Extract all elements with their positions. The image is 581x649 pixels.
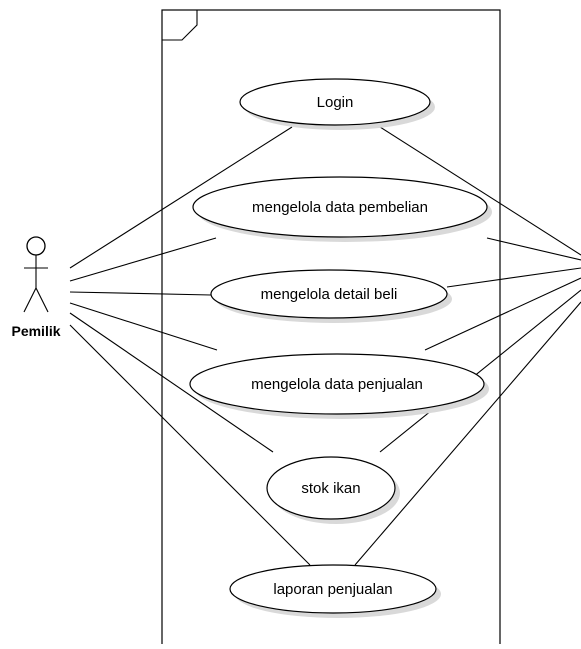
use-case-label-laporan: laporan penjualan <box>273 581 392 598</box>
use-case-penjualan[interactable]: mengelola data penjualan <box>189 353 489 419</box>
actor-label-pemilik: Pemilik <box>11 323 60 339</box>
assoc-right-pembelian <box>486 237 581 261</box>
assoc-pemilik-stok-ikan <box>69 312 274 453</box>
assoc-right-penjualan <box>424 277 581 351</box>
assoc-pemilik-login <box>69 126 293 269</box>
use-case-login[interactable]: Login <box>239 78 435 130</box>
use-case-laporan[interactable]: laporan penjualan <box>229 564 441 618</box>
assoc-right-detail-beli <box>446 267 581 288</box>
assoc-pemilik-pembelian <box>69 237 217 282</box>
use-case-pembelian[interactable]: mengelola data pembelian <box>192 176 492 242</box>
use-case-label-stok-ikan: stok ikan <box>301 480 360 497</box>
boundary-corner-tab <box>162 10 198 41</box>
assoc-right-stok-ikan <box>379 289 581 453</box>
assoc-right-laporan <box>354 301 581 566</box>
assoc-right-login <box>379 126 581 256</box>
actor-pemilik: Pemilik <box>11 236 61 339</box>
left-associations <box>69 126 311 566</box>
use-case-label-penjualan: mengelola data penjualan <box>251 376 423 393</box>
use-case-label-login: Login <box>317 94 354 111</box>
use-case-detail-beli[interactable]: mengelola detail beli <box>210 269 452 323</box>
right-associations <box>354 126 581 566</box>
actor-stick-figure-icon <box>23 236 49 313</box>
assoc-pemilik-laporan <box>69 324 311 566</box>
use-case-label-pembelian: mengelola data pembelian <box>252 199 428 216</box>
assoc-pemilik-detail-beli <box>69 291 212 296</box>
use-case-stok-ikan[interactable]: stok ikan <box>266 456 400 524</box>
assoc-pemilik-penjualan <box>69 302 218 351</box>
use-case-label-detail-beli: mengelola detail beli <box>261 286 398 303</box>
